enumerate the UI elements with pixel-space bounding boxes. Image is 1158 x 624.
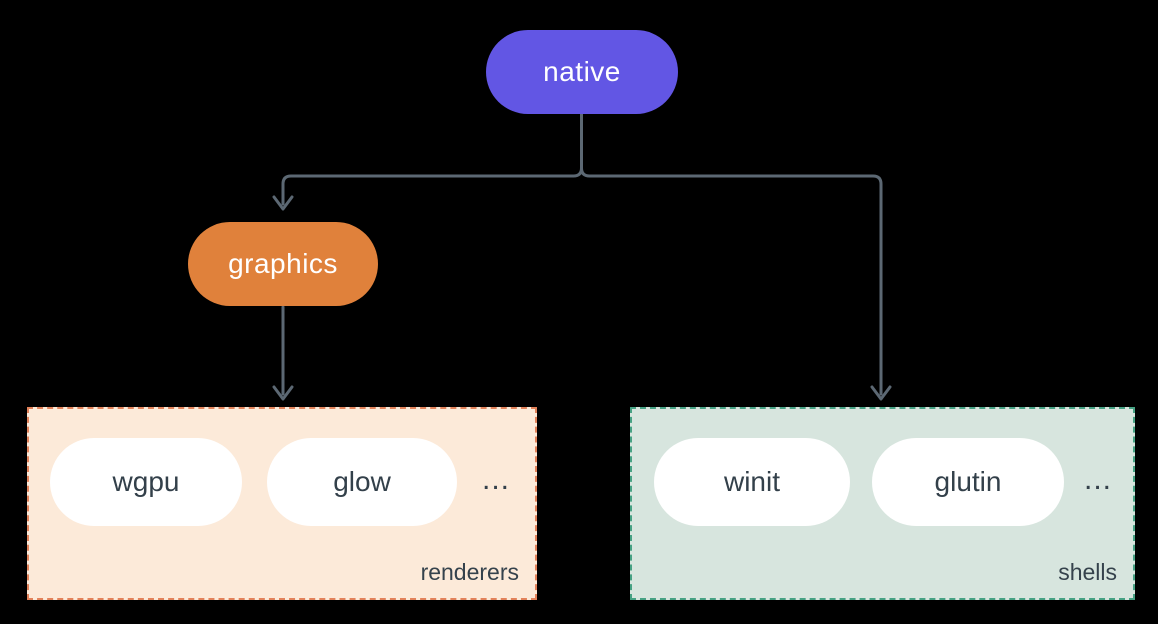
group-renderers-label: renderers — [420, 559, 519, 585]
shells-ellipsis: ... — [1084, 463, 1113, 496]
node-graphics-label: graphics — [228, 248, 338, 279]
arrowhead-shells — [870, 385, 892, 401]
group-shells: winit glutin ... shells — [630, 407, 1135, 600]
node-winit: winit — [654, 438, 850, 526]
group-shells-label: shells — [1058, 559, 1117, 585]
node-glutin: glutin — [872, 438, 1064, 526]
node-wgpu: wgpu — [50, 438, 242, 526]
node-glow-label: glow — [333, 466, 391, 497]
edge-native-to-shells — [580, 112, 883, 396]
edge-native-to-graphics — [281, 112, 583, 206]
node-wgpu-label: wgpu — [112, 466, 180, 497]
node-native-label: native — [543, 56, 621, 87]
group-renderers: wgpu glow ... renderers — [27, 407, 537, 600]
node-winit-label: winit — [723, 466, 780, 497]
arrowhead-renderers — [272, 385, 294, 401]
node-glow: glow — [267, 438, 457, 526]
arrowhead-graphics — [272, 195, 294, 211]
node-glutin-label: glutin — [934, 466, 1002, 497]
renderers-ellipsis: ... — [482, 463, 511, 496]
node-native: native — [486, 30, 678, 114]
node-graphics: graphics — [188, 222, 378, 306]
